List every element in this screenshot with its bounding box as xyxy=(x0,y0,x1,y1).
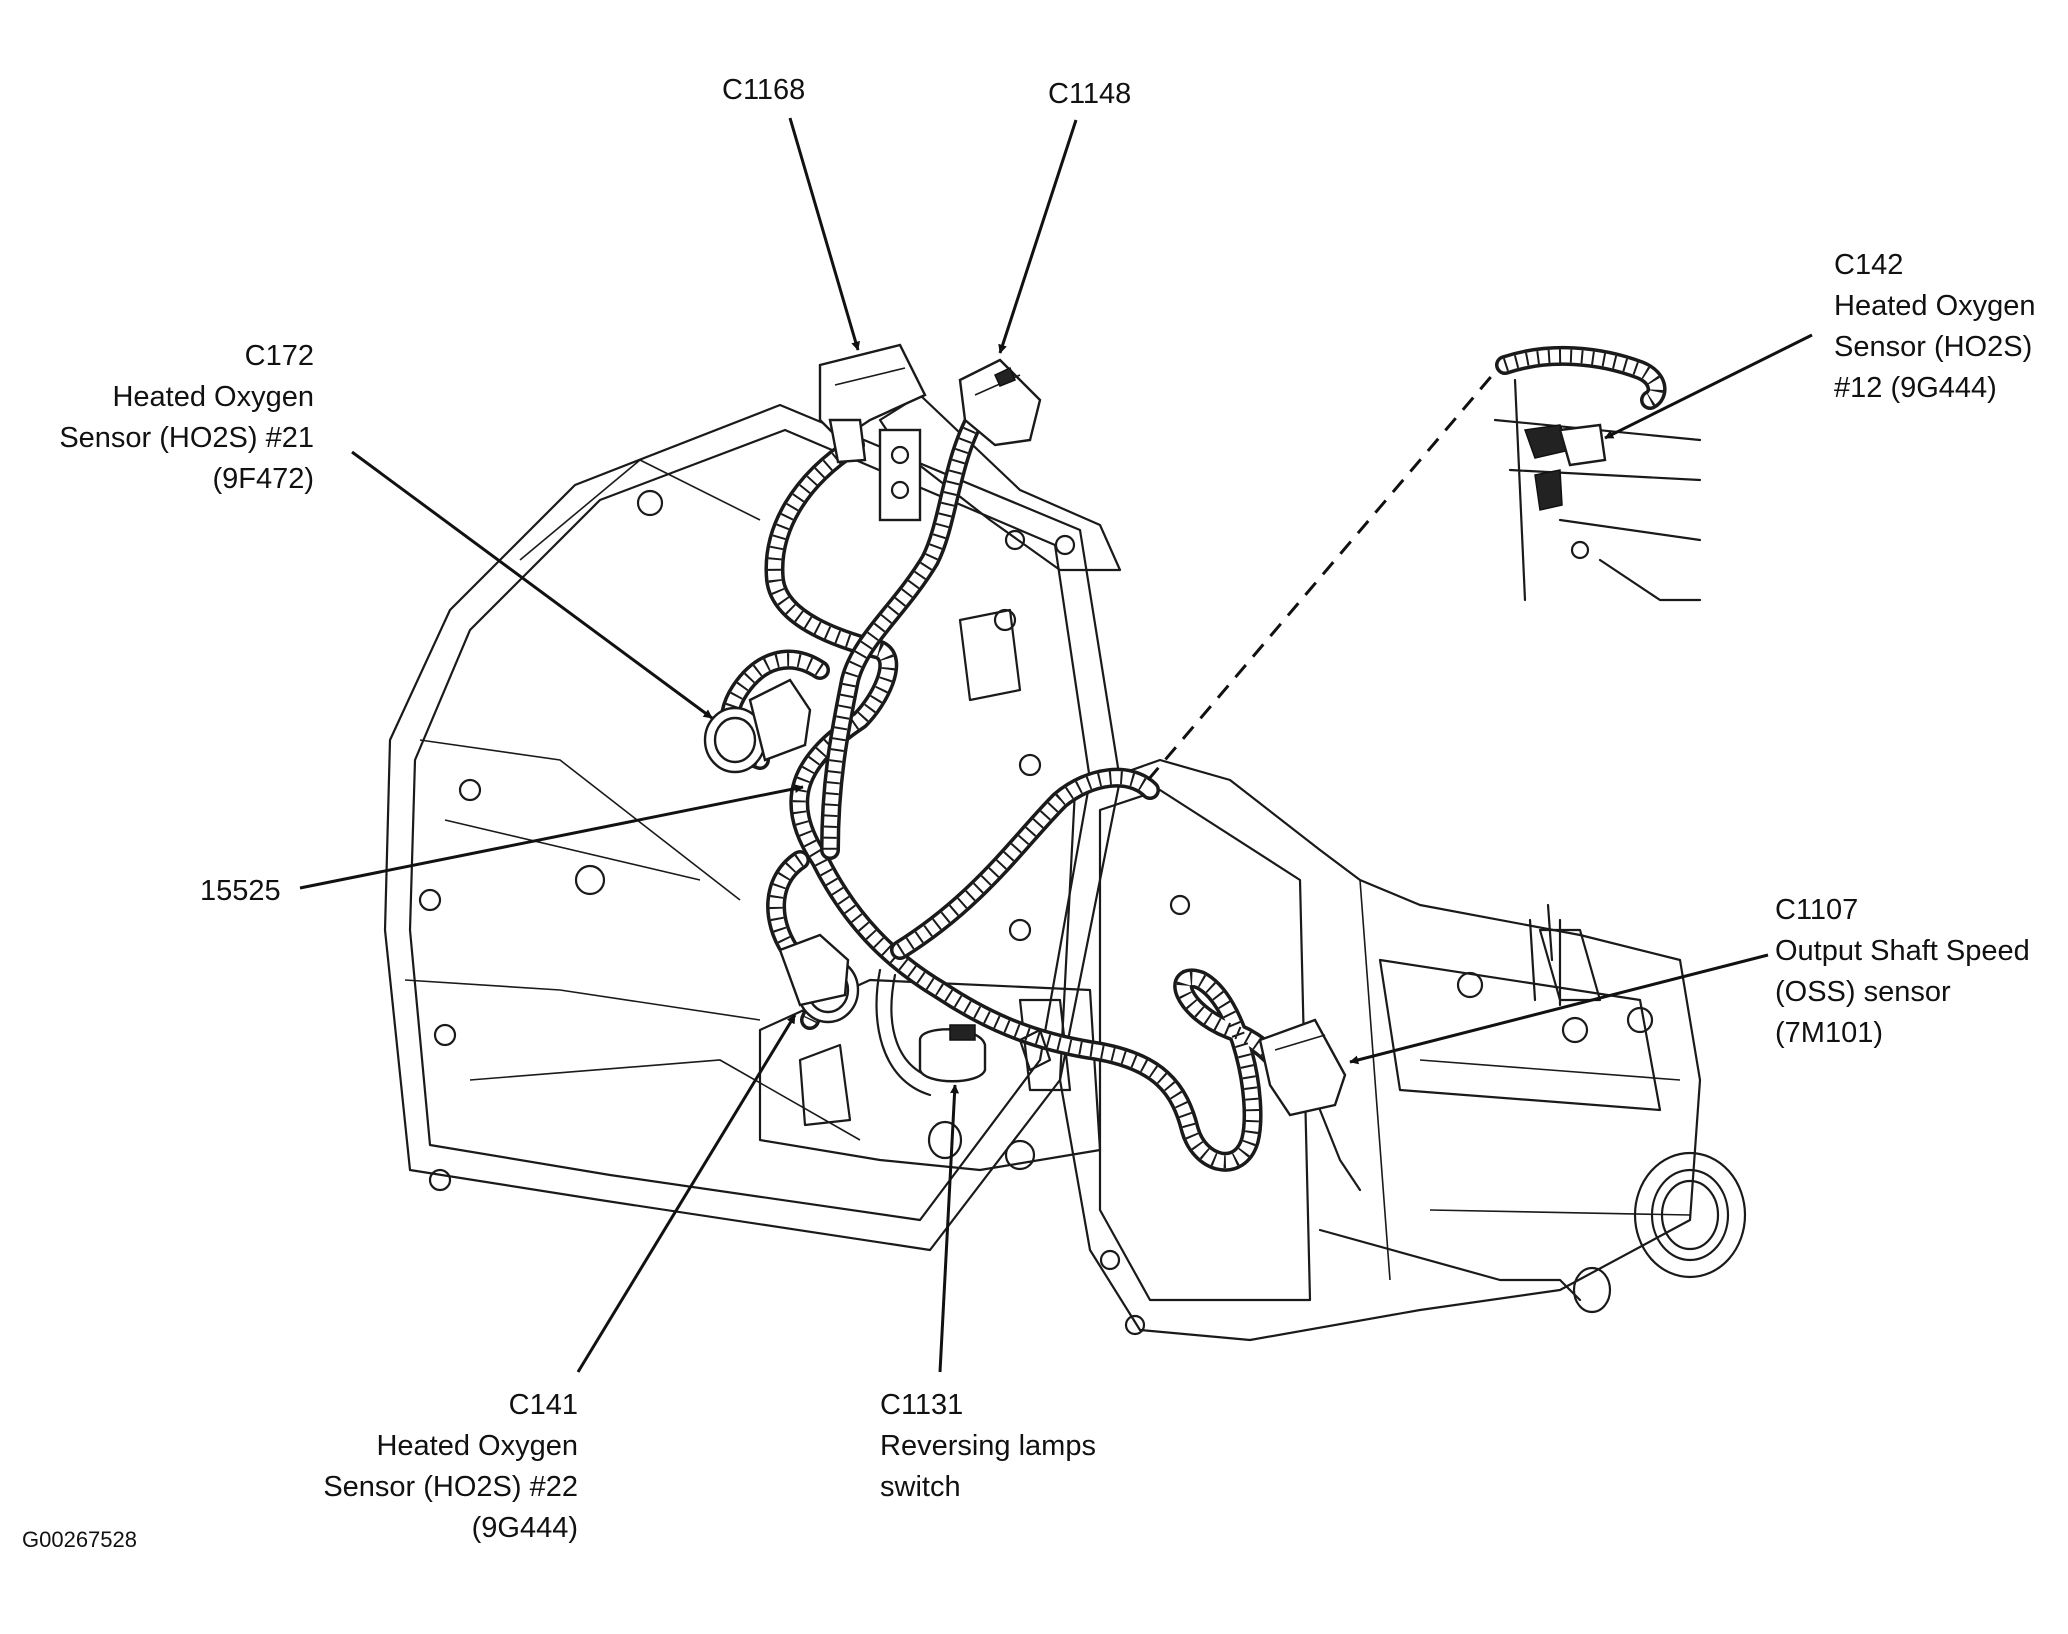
wiring-harness xyxy=(719,400,1295,1172)
label-c141-line-3: (9G444) xyxy=(471,1512,578,1544)
label-c1107-code: C1107 xyxy=(1775,894,1859,926)
label-c141-code: C141 xyxy=(508,1389,578,1421)
label-c142: C142 Heated Oxygen Sensor (HO2S) #12 (9G… xyxy=(1834,245,2036,409)
label-c172-line-1: Heated Oxygen xyxy=(112,381,314,413)
label-c1107-line-1: Output Shaft Speed xyxy=(1775,935,2030,967)
figure-id: G00267528 xyxy=(22,1527,137,1552)
connector-c1107-oss xyxy=(1258,1018,1362,1192)
label-c1131-line-1: Reversing lamps xyxy=(880,1430,1096,1462)
label-c1131: C1131 Reversing lamps switch xyxy=(880,1385,1096,1508)
connector-c172-sensor xyxy=(703,678,812,774)
label-15525-code: 15525 xyxy=(200,875,281,907)
label-c172-line-2: Sensor (HO2S) #21 xyxy=(59,422,314,454)
label-c172: C172 Heated Oxygen Sensor (HO2S) #21 (9F… xyxy=(59,336,314,500)
c142-inset-detail xyxy=(1493,345,1702,602)
label-c1107: C1107 Output Shaft Speed (OSS) sensor (7… xyxy=(1775,890,2030,1054)
connector-c141-sensor xyxy=(778,933,860,1024)
connector-c1168 xyxy=(818,343,927,522)
label-c1131-code: C1131 xyxy=(880,1389,964,1421)
label-c141-line-1: Heated Oxygen xyxy=(376,1430,578,1462)
leader-lines xyxy=(299,117,1813,1373)
label-c1107-line-2: (OSS) sensor xyxy=(1775,976,1951,1008)
label-15525: 15525 xyxy=(200,871,281,912)
label-c1148: C1148 xyxy=(1048,74,1131,115)
label-c142-line-3: #12 (9G444) xyxy=(1834,372,1997,404)
label-c1168: C1168 xyxy=(722,70,805,111)
label-c141: C141 Heated Oxygen Sensor (HO2S) #22 (9G… xyxy=(323,1385,578,1549)
connector-c1148 xyxy=(958,358,1042,447)
label-c142-line-1: Heated Oxygen xyxy=(1834,290,2036,322)
label-c1131-line-2: switch xyxy=(880,1471,961,1503)
bell-housing xyxy=(383,403,1122,1252)
label-c142-line-2: Sensor (HO2S) xyxy=(1834,331,2033,363)
label-c1148-code: C1148 xyxy=(1048,78,1132,110)
label-c142-code: C142 xyxy=(1834,249,1904,281)
label-c172-code: C172 xyxy=(244,340,314,372)
label-c1168-code: C1168 xyxy=(722,74,806,106)
connector-c1131-switch xyxy=(918,1024,1052,1083)
label-c1107-line-3: (7M101) xyxy=(1775,1017,1883,1049)
label-c172-line-3: (9F472) xyxy=(212,463,314,495)
label-c141-line-2: Sensor (HO2S) #22 xyxy=(323,1471,578,1503)
